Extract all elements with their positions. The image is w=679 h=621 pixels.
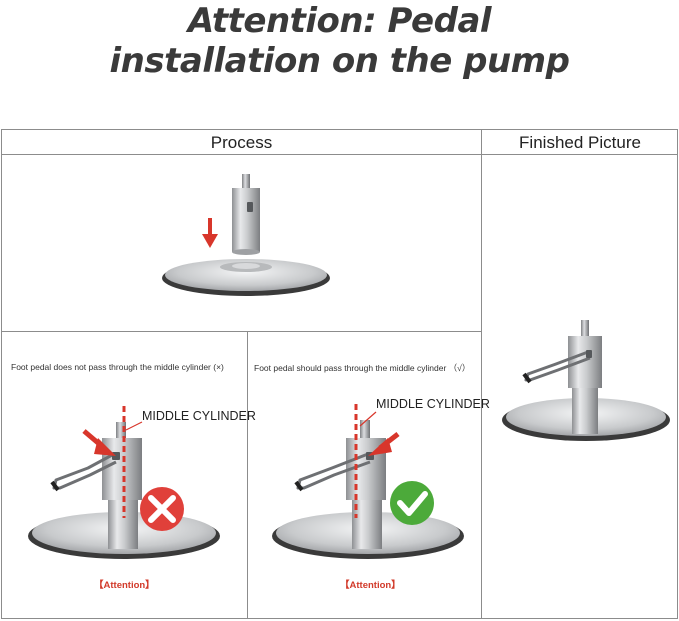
- headline-line-1: Attention: Pedal: [187, 1, 492, 41]
- process-step-image: [162, 174, 330, 296]
- middle-cylinder-label-right: MIDDLE CYLINDER: [376, 397, 490, 411]
- pointer-arrow-icon: [82, 429, 116, 456]
- wrong-install-image: [28, 406, 220, 559]
- divider-header: [2, 154, 677, 155]
- divider-process-rows: [2, 331, 481, 332]
- divider-process-finished: [481, 130, 482, 618]
- process-header: Process: [210, 133, 273, 152]
- correct-install-image: [272, 404, 464, 559]
- wrong-caption: Foot pedal does not pass through the mid…: [11, 362, 224, 372]
- wrong-cross-icon: [140, 487, 184, 531]
- check-mark-icon: [390, 481, 434, 525]
- middle-cylinder-label-left: MIDDLE CYLINDER: [142, 409, 256, 423]
- instruction-table: Process Finished Picture Foot pedal does…: [1, 129, 678, 619]
- divider-wrong-right: [247, 331, 248, 618]
- right-caption: Foot pedal should pass through the middl…: [254, 363, 471, 373]
- headline-line-2: installation on the pump: [109, 41, 570, 81]
- finished-picture: [502, 320, 670, 441]
- finished-header: Finished Picture: [519, 133, 641, 152]
- down-arrow-icon: [202, 218, 218, 248]
- attention-right: 【Attention】: [340, 580, 401, 591]
- attention-left: 【Attention】: [94, 580, 155, 591]
- pointer-arrow-icon: [368, 432, 400, 456]
